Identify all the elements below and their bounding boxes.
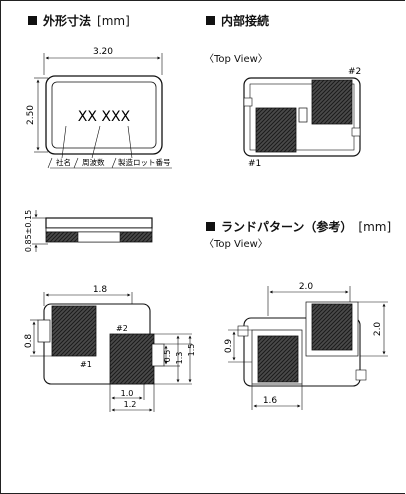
internal-connection-view: #2 #1 — [243, 67, 361, 169]
lp2-top-dimension: 2.0 — [299, 282, 314, 292]
outline-header-title: 外形寸法 — [43, 14, 92, 28]
lp1-bottom-outer-dimension: 1.2 — [124, 400, 137, 409]
lp2-left-dimension: 0.9 — [224, 339, 234, 354]
lp2-right-dimension: 2.0 — [373, 322, 383, 337]
lp1-pin-2-label: #2 — [116, 324, 128, 333]
pin-1-label: #1 — [248, 159, 261, 169]
pad-2 — [311, 79, 353, 125]
land2-pad-1 — [257, 335, 299, 383]
height-dimension: 2.50 — [26, 105, 36, 125]
lp1-right-dimension-b: 1.3 — [175, 352, 184, 365]
outline-top-view: 3.20 2.50 XX XXX 社名 周波数 製造ロット番号 — [26, 47, 172, 169]
legend-lot-number: 製造ロット番号 — [118, 157, 171, 167]
outline-header-unit: [mm] — [97, 13, 130, 28]
land-header-unit: [mm] — [358, 219, 392, 234]
land-pad-1 — [51, 305, 97, 357]
lp1-bottom-inner-dimension: 1.0 — [121, 389, 134, 398]
outline-side-view: 0.85±0.15 — [24, 210, 153, 252]
outline-dimensions-header: 外形寸法 [mm] — [28, 12, 130, 29]
square-bullet-icon — [28, 16, 37, 25]
legend-company: 社名 — [56, 157, 71, 167]
marking-text: XX XXX — [78, 109, 131, 125]
top-view-label: 〈Top View〉 — [204, 54, 268, 65]
top-view-label-2: 〈Top View〉 — [204, 239, 268, 250]
width-dimension: 3.20 — [93, 47, 113, 57]
land-header-title: ランドパターン（参考） — [221, 220, 353, 234]
lp1-left-dimension: 0.8 — [24, 334, 34, 349]
land2-pad-2 — [311, 303, 353, 351]
lp1-top-dimension: 1.8 — [93, 285, 108, 295]
thickness-dimension: 0.85±0.15 — [24, 210, 33, 252]
lp1-pin-1-label: #1 — [80, 360, 92, 369]
square-bullet-icon — [206, 222, 215, 231]
pin-2-label: #2 — [348, 67, 361, 77]
lp1-right-dimension-c: 1.5 — [187, 344, 196, 357]
lp1-right-dimension-a: 0.5 — [163, 350, 172, 363]
internal-header-title: 内部接続 — [221, 14, 270, 28]
pad-1 — [255, 107, 297, 153]
square-bullet-icon — [206, 16, 215, 25]
internal-connection-header: 内部接続 — [206, 12, 269, 29]
land-pattern-footprint-1: 1.8 #2 #1 0.8 0.5 1.3 1.5 1.0 1.2 — [24, 285, 196, 412]
land-pad-2 — [109, 333, 155, 385]
land-pattern-header: ランドパターン（参考） [mm] — [206, 218, 391, 235]
land-pattern-footprint-2: 2.0 2.0 0.9 1.6 — [224, 282, 388, 410]
lp2-bottom-dimension: 1.6 — [263, 396, 278, 406]
legend-frequency: 周波数 — [82, 157, 105, 167]
